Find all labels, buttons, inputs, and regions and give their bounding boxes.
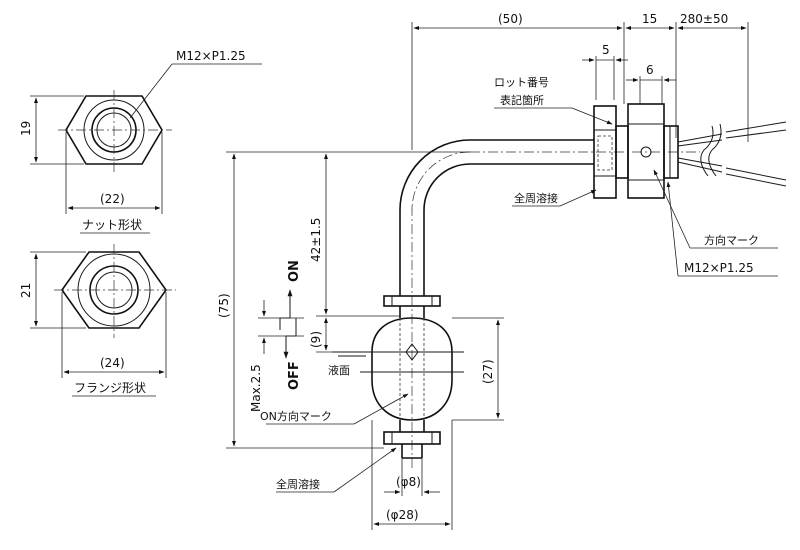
lower-stopper-flange [383,431,441,445]
lot-number-label-line1: ロット番号 [494,76,549,89]
nut-height-dim: 19 [19,121,33,136]
flange-height-dim: 21 [19,283,33,298]
bend-outer [399,139,471,211]
lot-number-label-line2: 表記箇所 [500,93,544,107]
direction-mark-label: 方向マーク [704,233,759,247]
dim-9: (9) [309,331,323,348]
assembly-nut [627,103,665,199]
right-thread-label: M12×P1.25 [684,261,754,275]
off-label: OFF [287,361,302,390]
liquid-level-label: 液面 [328,363,350,377]
right-thread-leader [666,181,679,277]
dim-5: 5 [602,43,610,57]
nut-width-dim: (22) [100,192,125,206]
on-off-symbol: ON OFF Max.2.5 [249,260,304,412]
flange-caption: フランジ形状 [74,381,146,395]
on-mark-leader [353,393,409,425]
main-view: (50) 15 280±50 5 6 ロット番号 表記箇所 [217,12,787,530]
weld-bottom-leader [333,447,397,493]
on-label: ON [287,260,302,282]
flange-view: 21 (24) フランジ形状 [19,244,176,397]
weld-label-top: 全周溶接 [514,191,558,205]
dim-phi28: (φ28) [386,508,419,522]
float-body [371,317,453,421]
assembly-direction-mark [640,146,652,158]
bend-inner [423,163,471,211]
on-arrow [279,289,293,330]
dim-280: 280±50 [680,12,728,26]
on-mark-label: ON方向マーク [260,409,332,423]
nut-view: M12×P1.25 19 (22) ナット形状 [19,49,262,234]
nut-thread-label: M12×P1.25 [176,49,246,63]
dim-50: (50) [498,12,523,26]
lot-number-leader [571,107,613,125]
mounting-assembly [593,103,679,199]
dim-27: (27) [481,359,495,384]
max-stroke-label: Max.2.5 [249,364,263,412]
nut-thread-leader [129,63,173,119]
nut-caption: ナット形状 [82,218,142,232]
dim-75: (75) [217,293,231,318]
direction-mark-leader [653,169,691,249]
dim-phi8: (φ8) [396,475,421,489]
off-arrow [283,318,297,359]
weld-label-bottom: 全周溶接 [276,477,320,491]
lead-wires [677,121,787,187]
dim-6: 6 [646,63,654,77]
dim-42: 42±1.5 [309,218,323,262]
float-diamond-mark [405,343,419,361]
upper-stopper-flange [383,295,441,307]
weld-top-leader [559,189,597,207]
flange-width-dim: (24) [100,356,125,370]
dim-15: 15 [642,12,657,26]
wire-break-line [700,125,714,177]
